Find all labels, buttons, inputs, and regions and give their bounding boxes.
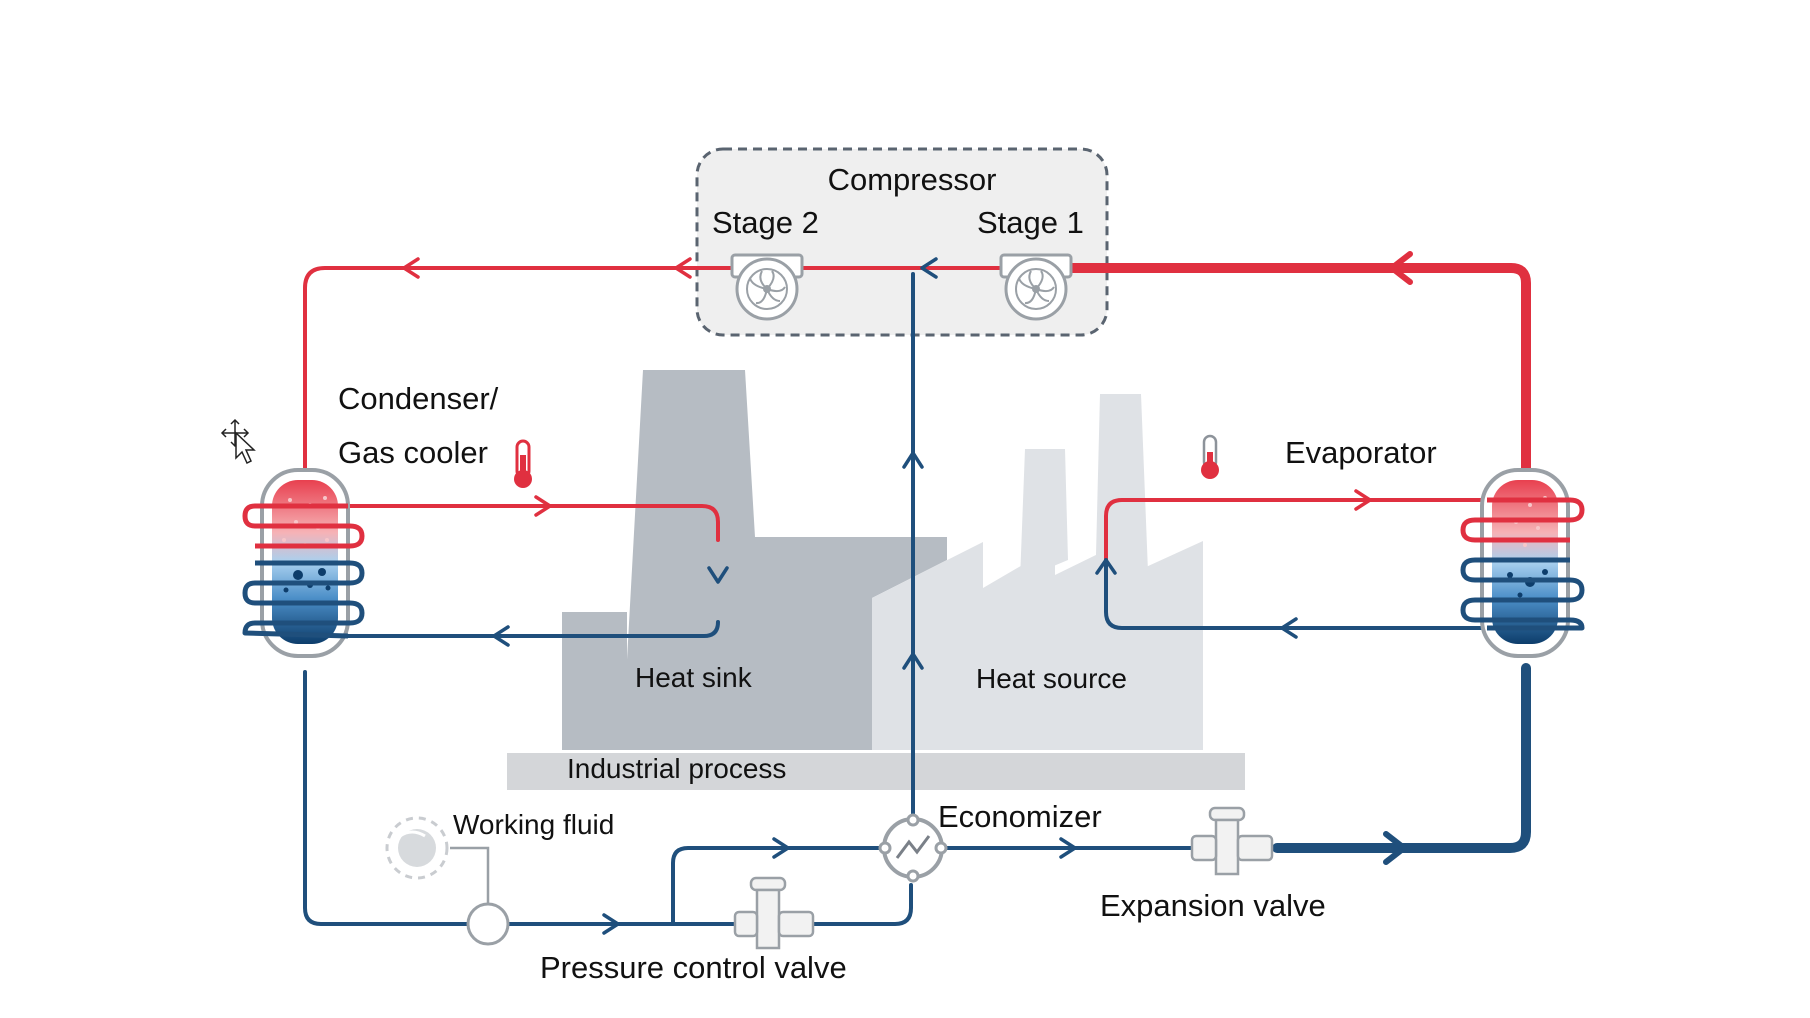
industrial-process-buildings <box>507 370 1245 790</box>
heat-sink-return-line <box>343 620 720 638</box>
arrow-right <box>1383 831 1407 865</box>
suction-line <box>1050 263 1531 475</box>
arrow-right <box>1059 837 1077 859</box>
heat-sink-label: Heat sink <box>635 662 753 693</box>
pressure-control-valve-label: Pressure control valve <box>540 950 847 985</box>
economizer-label: Economizer <box>938 799 1102 834</box>
arrow-right <box>1354 489 1372 511</box>
arrow-left <box>1389 251 1413 285</box>
expansion-valve-icon <box>1190 806 1274 876</box>
move-cursor-icon <box>220 418 256 465</box>
piping <box>303 263 1531 926</box>
arrow-left <box>920 257 938 279</box>
stage-1-label: Stage 1 <box>977 205 1084 240</box>
arrow-up <box>902 451 924 469</box>
compressor-stage-2 <box>730 253 804 321</box>
arrow-right <box>534 495 552 517</box>
working-fluid-pump <box>385 816 510 946</box>
compressor-title: Compressor <box>828 162 997 197</box>
arrow-right <box>772 837 790 859</box>
heat-source-building <box>872 541 1203 750</box>
heat-source-chimney-2 <box>1095 394 1148 595</box>
hot-discharge-line <box>303 266 1002 472</box>
arrow-down <box>707 566 729 584</box>
arrow-left <box>402 257 420 279</box>
condenser-outlet-line <box>303 670 913 926</box>
working-fluid-label: Working fluid <box>453 809 614 840</box>
heat-source-chimney-1 <box>1020 449 1068 580</box>
arrow-left <box>1280 617 1298 639</box>
arrow-right <box>602 913 620 935</box>
condenser-label-line1: Condenser/ <box>338 381 499 416</box>
evaporator-label: Evaporator <box>1285 435 1437 470</box>
arrow-left <box>674 257 692 279</box>
arrow-left <box>492 625 510 647</box>
thermometer-icon <box>514 439 532 488</box>
compressor-stage-1 <box>999 253 1073 321</box>
expansion-valve-label: Expansion valve <box>1100 888 1326 923</box>
heat-sink-building <box>562 612 627 750</box>
heat-source-label: Heat source <box>976 663 1127 694</box>
industrial-process-base <box>507 753 1245 790</box>
liquid-line <box>1272 663 1531 853</box>
evaporator-tank <box>1460 468 1585 658</box>
economizer-branch-line <box>671 846 886 926</box>
thermometer-icon <box>1201 434 1219 479</box>
arrow-up <box>902 652 924 670</box>
industrial-process-label: Industrial process <box>567 753 786 784</box>
arrow-up <box>1095 558 1117 575</box>
heat-sink-building-main <box>622 370 947 750</box>
condenser-label-line2: Gas cooler <box>338 435 488 470</box>
stage-2-label: Stage 2 <box>712 205 819 240</box>
heat-source-supply-line <box>1104 498 1489 562</box>
pressure-control-valve-icon <box>733 876 815 950</box>
heat-source-riser <box>1104 558 1489 630</box>
compressor-box <box>695 147 1109 337</box>
condenser-tank <box>242 468 365 658</box>
heat-sink-supply-line <box>343 504 720 542</box>
economizer-heat-exchanger-icon <box>878 813 948 883</box>
flow-arrows <box>402 251 1413 935</box>
